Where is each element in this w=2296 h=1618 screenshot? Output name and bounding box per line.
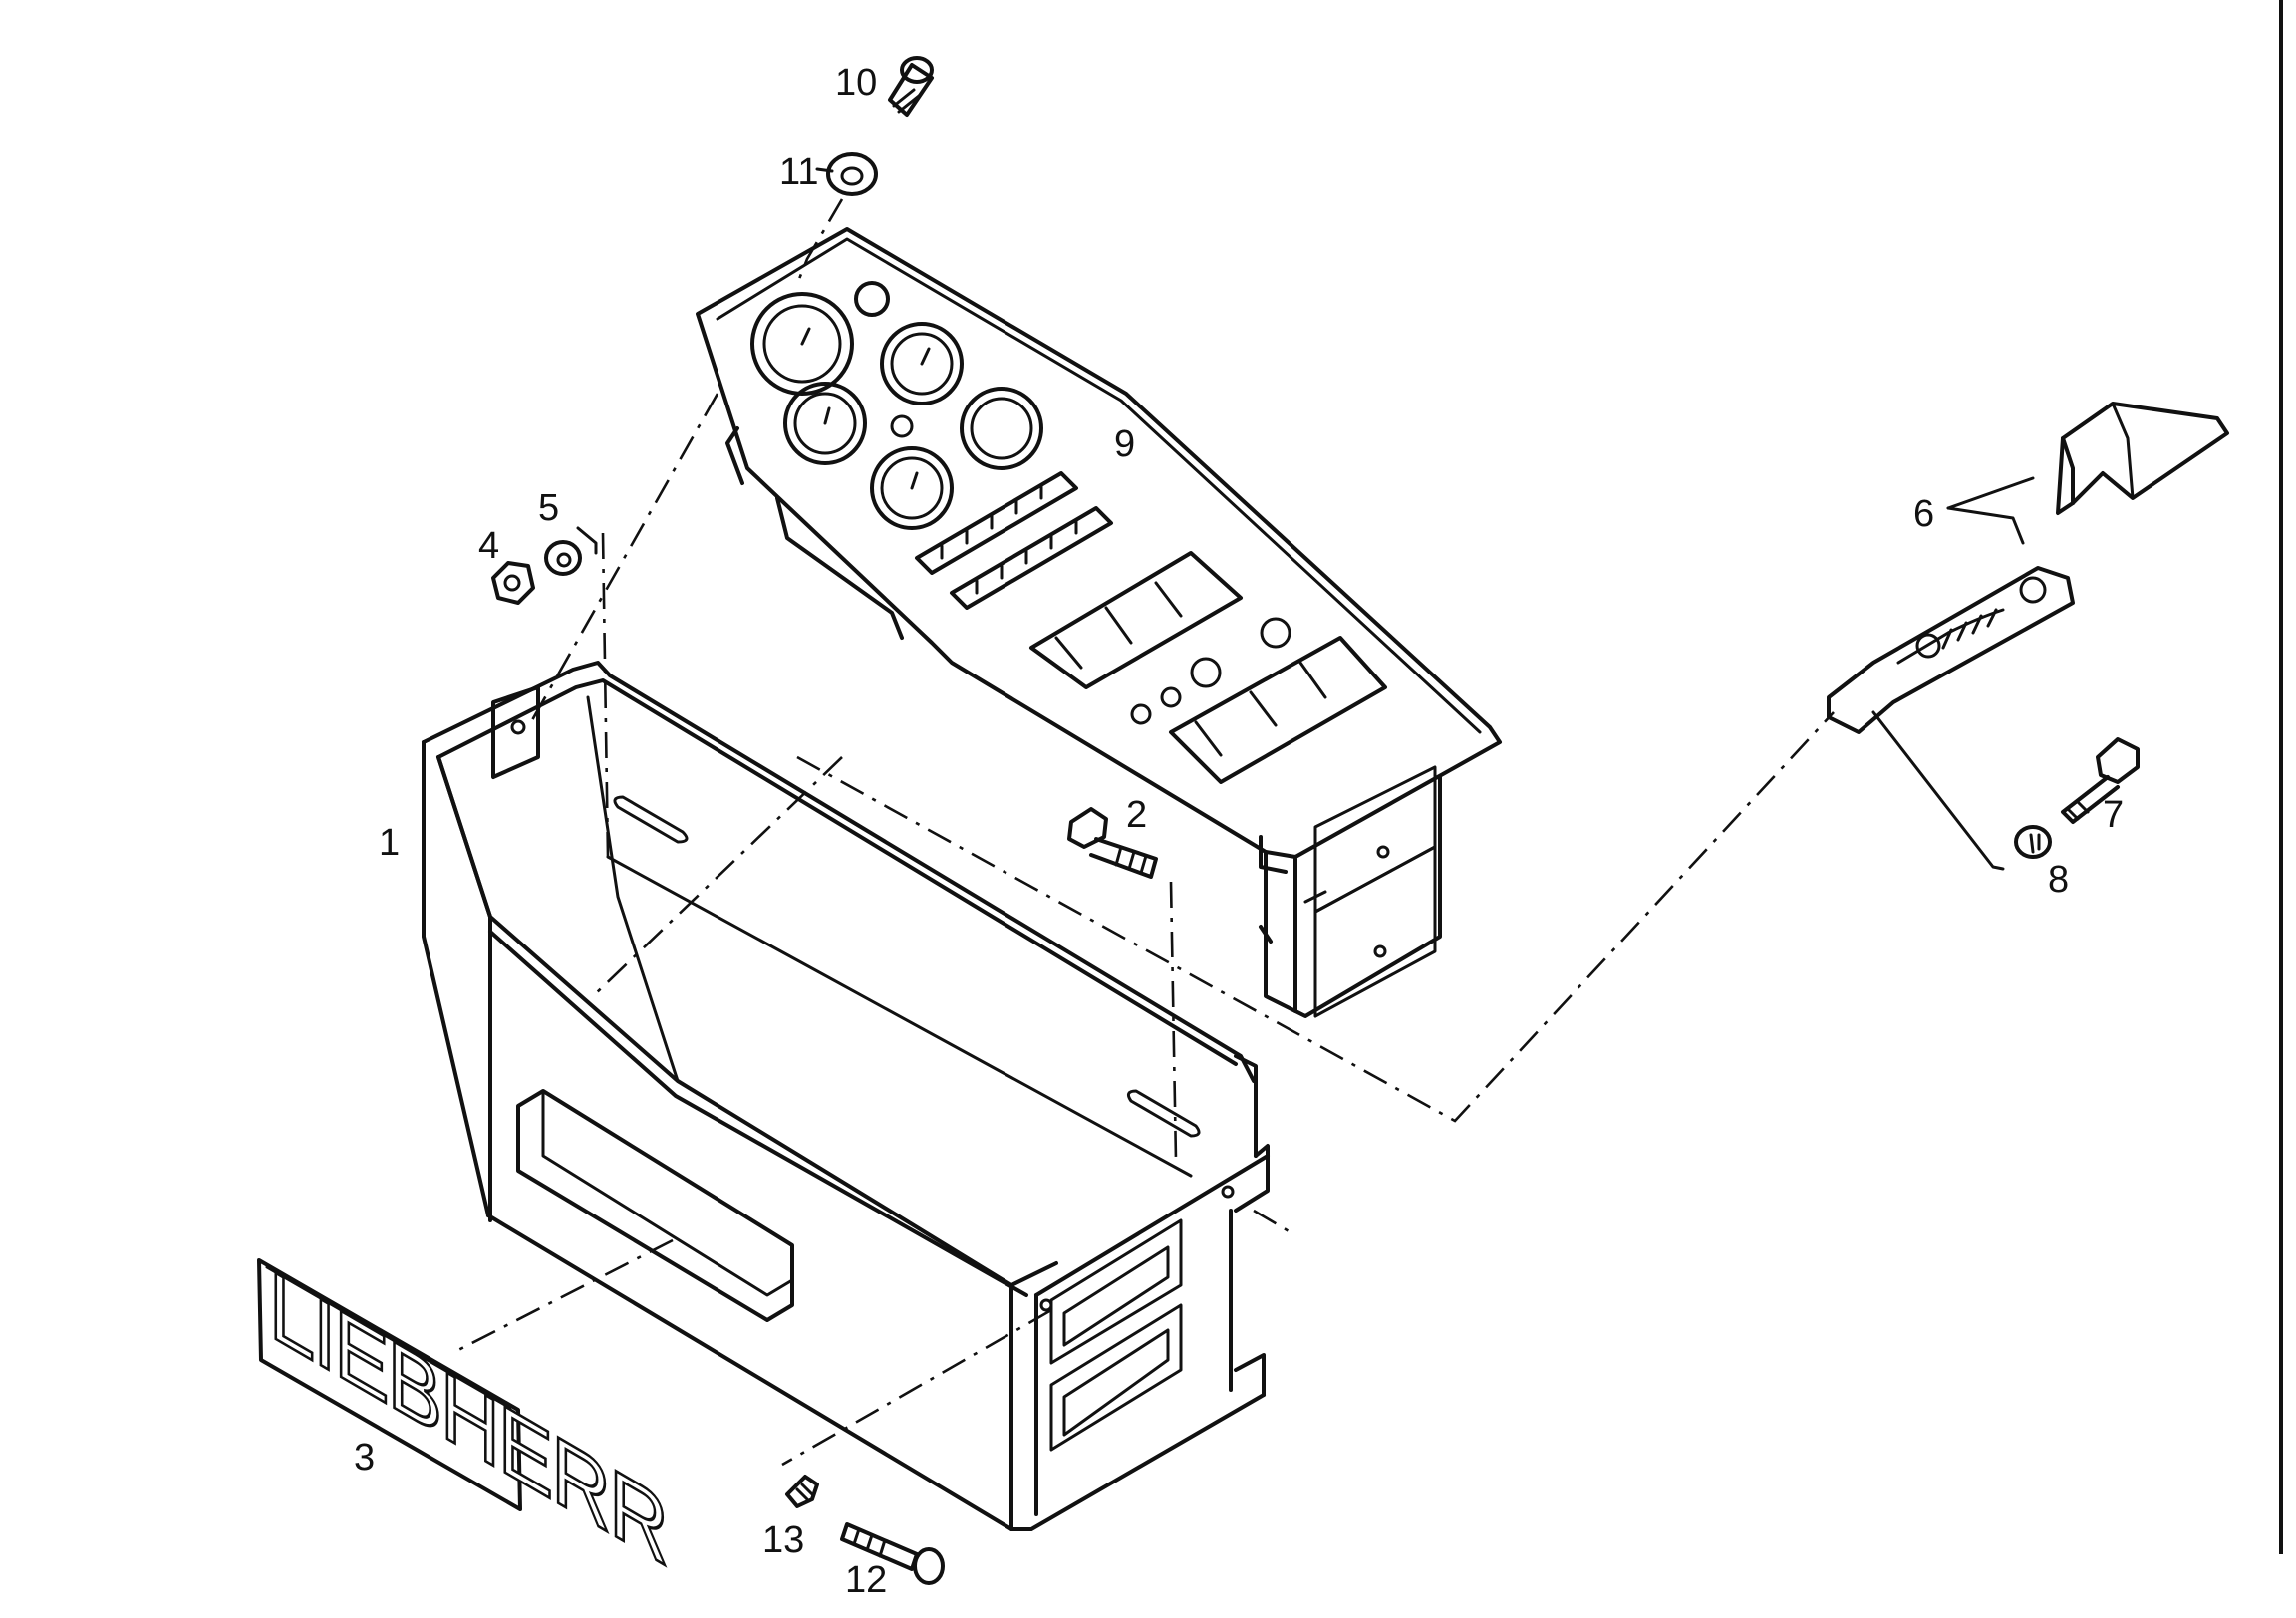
rocker-switches-right xyxy=(1169,636,1387,784)
console-housing xyxy=(422,661,1270,1531)
label-4: 4 xyxy=(478,525,499,567)
pilot-lamp-icon xyxy=(854,281,890,317)
washer-part-5 xyxy=(544,540,582,576)
screw-part-12 xyxy=(840,1522,945,1585)
cover-part-6 xyxy=(2056,402,2229,515)
ignition-switch-icon xyxy=(1190,657,1222,688)
leader-lines xyxy=(576,167,2035,871)
assembly-lines xyxy=(457,198,1835,1467)
gauge-mid-right xyxy=(960,387,1043,470)
rocker-switches-left xyxy=(1029,551,1243,689)
gauge-top-right xyxy=(880,322,964,405)
latch-spring-part xyxy=(1827,566,2075,734)
gauge-mid-left xyxy=(783,382,867,465)
label-8: 8 xyxy=(2048,859,2069,901)
clip-part-13 xyxy=(785,1475,819,1508)
washer-part-8 xyxy=(2014,825,2052,859)
switch-row-upper xyxy=(915,471,1078,575)
switch-row-lower xyxy=(950,506,1113,610)
label-3: 3 xyxy=(354,1437,375,1479)
gauge-large xyxy=(750,292,854,396)
label-7: 7 xyxy=(2103,794,2124,836)
bolt-part-7 xyxy=(2061,737,2140,824)
label-10: 10 xyxy=(835,62,877,104)
screw-part-10 xyxy=(888,56,934,117)
label-12: 12 xyxy=(845,1559,887,1601)
part-labels: 1 2 3 4 5 6 7 8 9 10 11 12 13 xyxy=(354,62,2124,1601)
label-11: 11 xyxy=(779,151,818,193)
instrument-panel xyxy=(696,227,1502,1018)
nut-part-4 xyxy=(491,561,535,605)
label-13: 13 xyxy=(762,1519,804,1561)
label-6: 6 xyxy=(1913,493,1934,535)
label-1: 1 xyxy=(379,822,400,864)
gauge-lower xyxy=(870,446,954,530)
washer-part-11 xyxy=(826,152,878,196)
nameplate-text: LIEBHERR xyxy=(269,1249,667,1587)
label-9: 9 xyxy=(1114,423,1135,465)
bolt-part-2 xyxy=(1067,807,1158,879)
label-2: 2 xyxy=(1126,794,1147,836)
label-5: 5 xyxy=(538,487,559,529)
nameplate-part-3: LIEBHERR xyxy=(257,1247,669,1589)
